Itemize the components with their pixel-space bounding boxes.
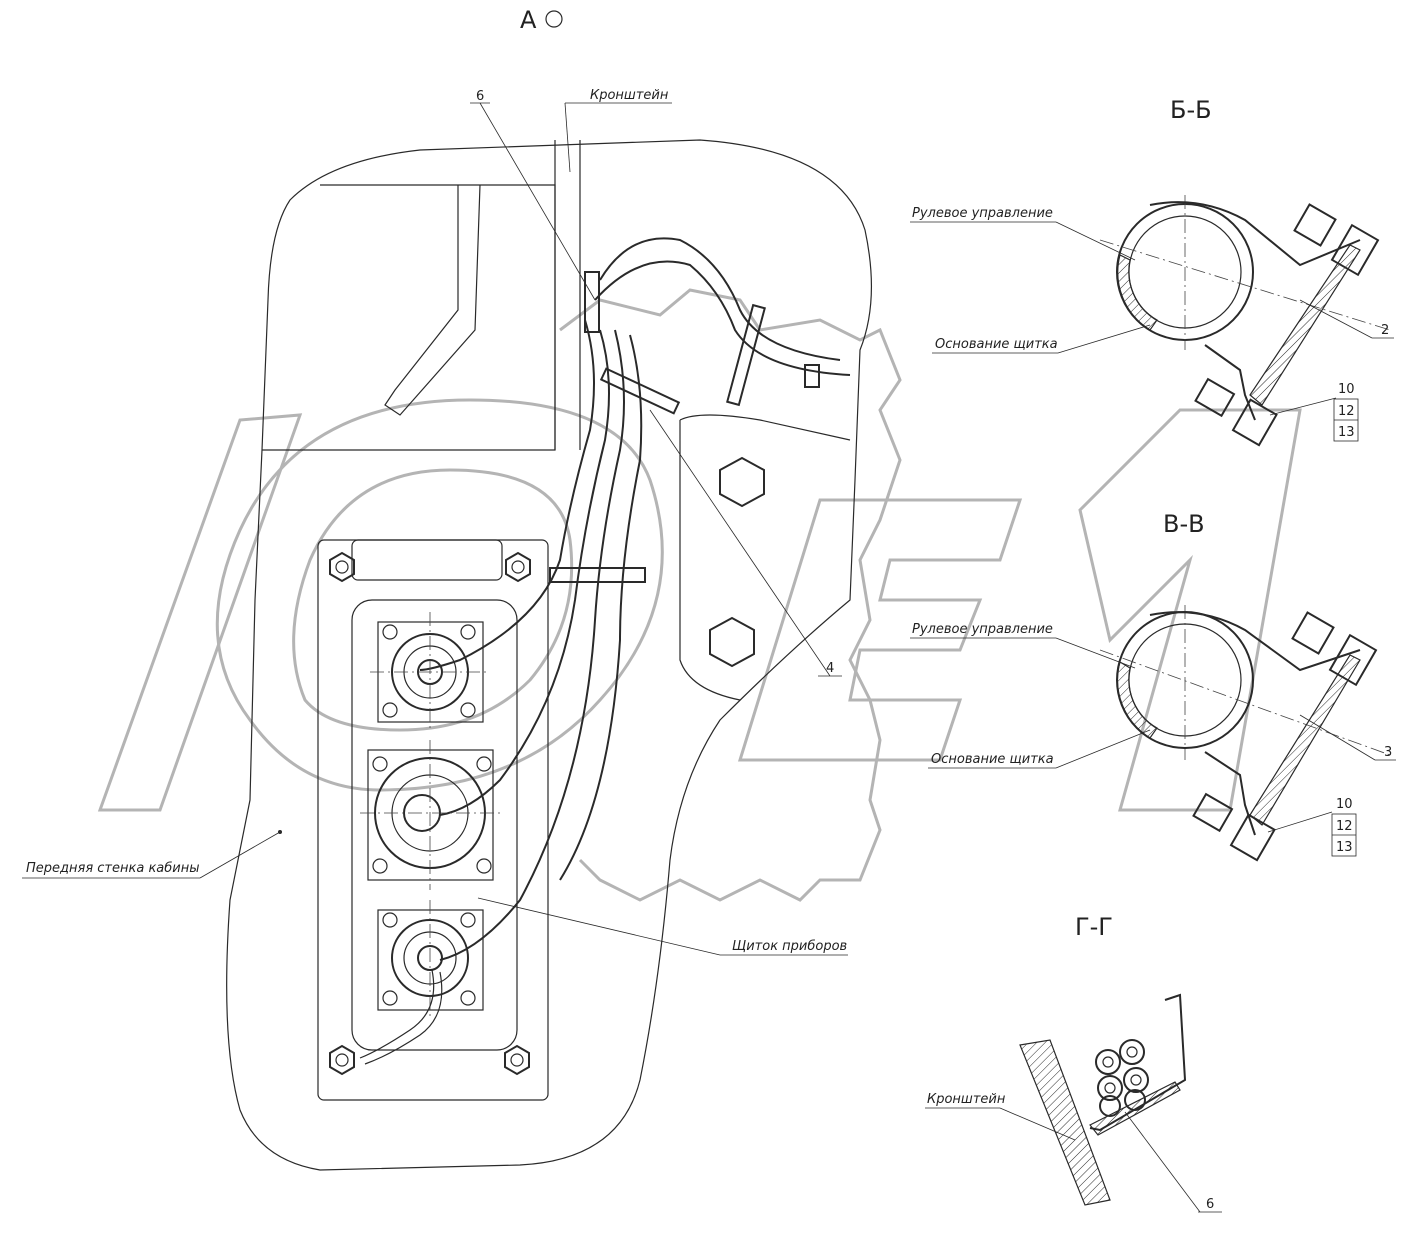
gauge-3-wires <box>359 969 443 1065</box>
upper-frame <box>262 184 556 451</box>
gauge-2 <box>360 740 500 890</box>
vv-clamp <box>1149 611 1361 836</box>
leader-cab-wall <box>199 831 281 879</box>
leader-gg-bracket <box>999 1107 1076 1141</box>
section-bb-title: Б-Б <box>1170 96 1212 124</box>
label-vv-panel-base: Основание щитка <box>931 752 1054 767</box>
view-marker-circle <box>545 10 563 28</box>
label-bracket-top: Кронштейн <box>590 88 669 103</box>
leader-bb-10 <box>1269 397 1337 416</box>
label-bb-steering: Рулевое управление <box>912 206 1053 221</box>
gauge-3 <box>377 900 484 1020</box>
hex-bolt-upper <box>719 456 765 508</box>
cable-tie-2 <box>599 367 681 415</box>
vv-bolt-bottom <box>1192 792 1276 862</box>
vv-bolt-top <box>1291 611 1378 687</box>
label-vv-steering: Рулевое управление <box>912 622 1053 637</box>
hex-bolt-lower <box>709 616 755 668</box>
leader-6-main <box>479 102 596 301</box>
corner-nut-bl <box>329 1044 355 1076</box>
callout-bb-13: 13 <box>1338 425 1355 440</box>
brace-strut <box>384 184 481 416</box>
callout-6-main: 6 <box>476 89 484 104</box>
leader-vv-3 <box>1299 714 1376 761</box>
section-bb: Б-Б Рулевое управление Основание щитка 2… <box>910 96 1394 447</box>
callout-vv-10: 10 <box>1336 797 1353 812</box>
main-view-title: А <box>520 6 537 34</box>
cable-tie-1 <box>726 303 766 407</box>
bb-bolt-bottom <box>1194 377 1278 447</box>
bb-panel-base <box>1249 244 1361 406</box>
section-gg: Г-Г Кронштейн 6 <box>925 913 1222 1213</box>
leader-vv-steering <box>1055 637 1136 669</box>
leader-gg-6 <box>1124 1111 1201 1213</box>
label-instrument-panel: Щиток приборов <box>732 939 847 954</box>
leader-vv-panel-base <box>1055 729 1151 769</box>
leader-bb-2 <box>1299 299 1373 339</box>
leader-instrument-panel <box>477 897 721 956</box>
vv-panel-base <box>1249 654 1361 826</box>
corner-nut-br <box>504 1044 530 1076</box>
callout-bb-10: 10 <box>1338 382 1355 397</box>
cable-top-2 <box>594 260 851 376</box>
cable-clip <box>804 364 820 388</box>
cable-tie-3 <box>549 567 646 583</box>
callout-vv-12: 12 <box>1336 819 1353 834</box>
main-view: А <box>22 6 873 1171</box>
section-vv: В-В Рулевое управление Основание щитка 3… <box>910 510 1396 862</box>
cable-top-1 <box>599 237 841 361</box>
panel-inner <box>351 599 518 1051</box>
section-gg-title: Г-Г <box>1075 913 1113 941</box>
leader-bb-steering <box>1055 221 1136 261</box>
bb-clamp <box>1149 201 1361 421</box>
leader-bb-panel-base <box>1057 324 1151 354</box>
label-gg-bracket: Кронштейн <box>927 1092 1006 1107</box>
gauge-1 <box>370 612 490 732</box>
callout-gg-6: 6 <box>1206 1197 1214 1212</box>
bb-bolt-top <box>1293 203 1380 277</box>
gg-bracket <box>1019 1039 1111 1206</box>
section-vv-title: В-В <box>1163 510 1205 538</box>
corner-nut-tl <box>329 551 355 583</box>
gg-wires <box>1095 1039 1149 1117</box>
connector-clip <box>584 271 600 333</box>
bracket-right <box>679 414 851 701</box>
cable-4 <box>559 334 643 881</box>
label-bb-panel-base: Основание щитка <box>935 337 1058 352</box>
gg-clip-hatch <box>1089 1081 1181 1136</box>
callout-4-main: 4 <box>826 661 834 676</box>
cable-1 <box>419 319 595 671</box>
cable-3 <box>439 329 625 961</box>
watermark <box>97 288 1302 902</box>
callout-bb-2: 2 <box>1381 323 1389 338</box>
leader-4-main <box>649 409 831 677</box>
label-cab-front-wall: Передняя стенка кабины <box>26 861 200 876</box>
callout-vv-13: 13 <box>1336 840 1353 855</box>
leader-bracket-top <box>564 102 571 173</box>
callout-bb-12: 12 <box>1338 404 1355 419</box>
leader-vv-10 <box>1267 811 1333 833</box>
callout-vv-3: 3 <box>1384 745 1392 760</box>
panel-top-tab <box>351 539 503 581</box>
bracket-plate <box>554 140 581 450</box>
cable-2 <box>439 329 610 816</box>
corner-nut-tr <box>505 551 531 583</box>
cab-front-wall-outline <box>226 139 873 1171</box>
